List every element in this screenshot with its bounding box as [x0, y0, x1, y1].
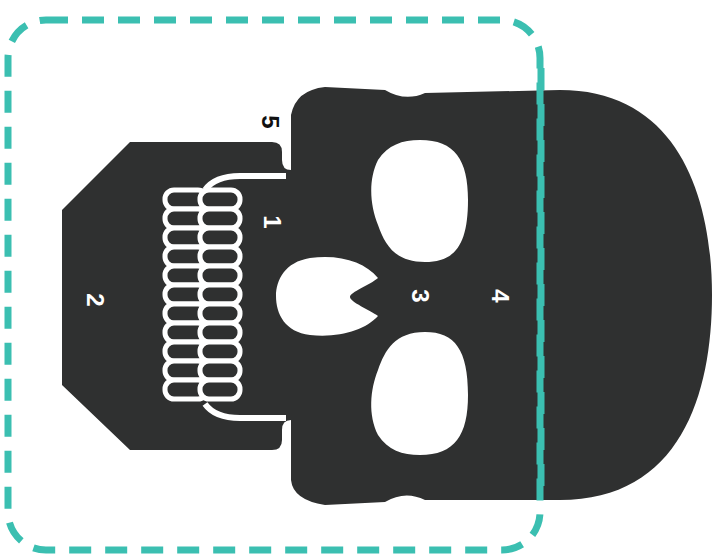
callout-number: 3: [408, 289, 432, 302]
dashed-cut-line: [538, 68, 545, 490]
eye-socket: [371, 332, 468, 455]
callout-number: 1: [260, 215, 284, 228]
nasal-cavity: [276, 257, 378, 336]
callout-number: 5: [258, 115, 282, 128]
dashed-boundary: [8, 20, 540, 550]
skull-silhouette: [62, 87, 712, 505]
callout-number: 2: [83, 293, 107, 306]
eye-socket: [371, 140, 468, 262]
callout-number: 4: [488, 289, 512, 302]
teeth: [165, 190, 240, 399]
